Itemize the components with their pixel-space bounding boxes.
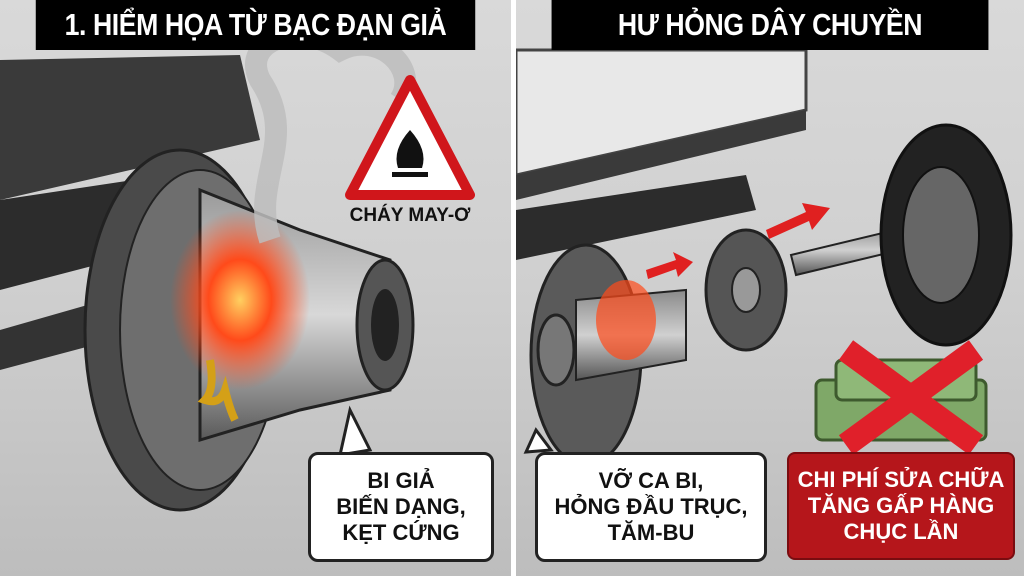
- arrow-icon: [766, 203, 830, 239]
- damaged-bearing: [596, 280, 656, 360]
- callout-line: BI GIẢ: [367, 468, 435, 493]
- fire-warning-triangle-icon: [345, 75, 475, 200]
- callout-fake-bearing: BI GIẢ BIẾN DẠNG, KẸT CỨNG: [308, 452, 494, 562]
- left-panel: 1. HIỂM HỌA TỪ BẠC ĐẠN GIẢ CHÁY MAY-Ơ BI…: [0, 0, 511, 576]
- cost-line: TĂNG GẤP HÀNG: [807, 493, 995, 518]
- cost-line: CHỤC LẦN: [843, 519, 959, 544]
- callout-line: KẸT CỨNG: [342, 520, 460, 545]
- repair-cost-banner: CHI PHÍ SỬA CHỮA TĂNG GẤP HÀNG CHỤC LẦN: [787, 452, 1015, 560]
- arrow-icon: [646, 252, 693, 279]
- callout-line: HỎNG ĐẦU TRỤC,: [554, 494, 748, 519]
- grease-leak: [197, 359, 239, 422]
- cost-line: CHI PHÍ SỬA CHỮA: [797, 467, 1005, 492]
- chain-damage-illustration: [516, 48, 1013, 467]
- overheating-bearing: [170, 210, 310, 390]
- callout-chain-damage: VỠ CA BI, HỎNG ĐẦU TRỤC, TĂM-BU: [535, 452, 767, 562]
- callout-line: TĂM-BU: [607, 520, 695, 545]
- right-panel: HƯ HỎNG DÂY CHUYỀN VỠ CA BI, HỎNG ĐẦU TR…: [516, 0, 1024, 576]
- left-panel-title: 1. HIỂM HỌA TỪ BẠC ĐẠN GIẢ: [35, 0, 476, 50]
- warning-label: CHÁY MAY-Ơ: [349, 205, 471, 226]
- callout-line: VỠ CA BI,: [598, 468, 704, 493]
- callout-line: BIẾN DẠNG,: [336, 494, 466, 519]
- money-crossed-icon: [814, 340, 988, 455]
- right-panel-title: HƯ HỎNG DÂY CHUYỀN: [551, 0, 989, 50]
- leaf-spring: [516, 175, 756, 260]
- wheel-hub-illustration: [0, 24, 475, 512]
- truck-frame: [0, 55, 260, 200]
